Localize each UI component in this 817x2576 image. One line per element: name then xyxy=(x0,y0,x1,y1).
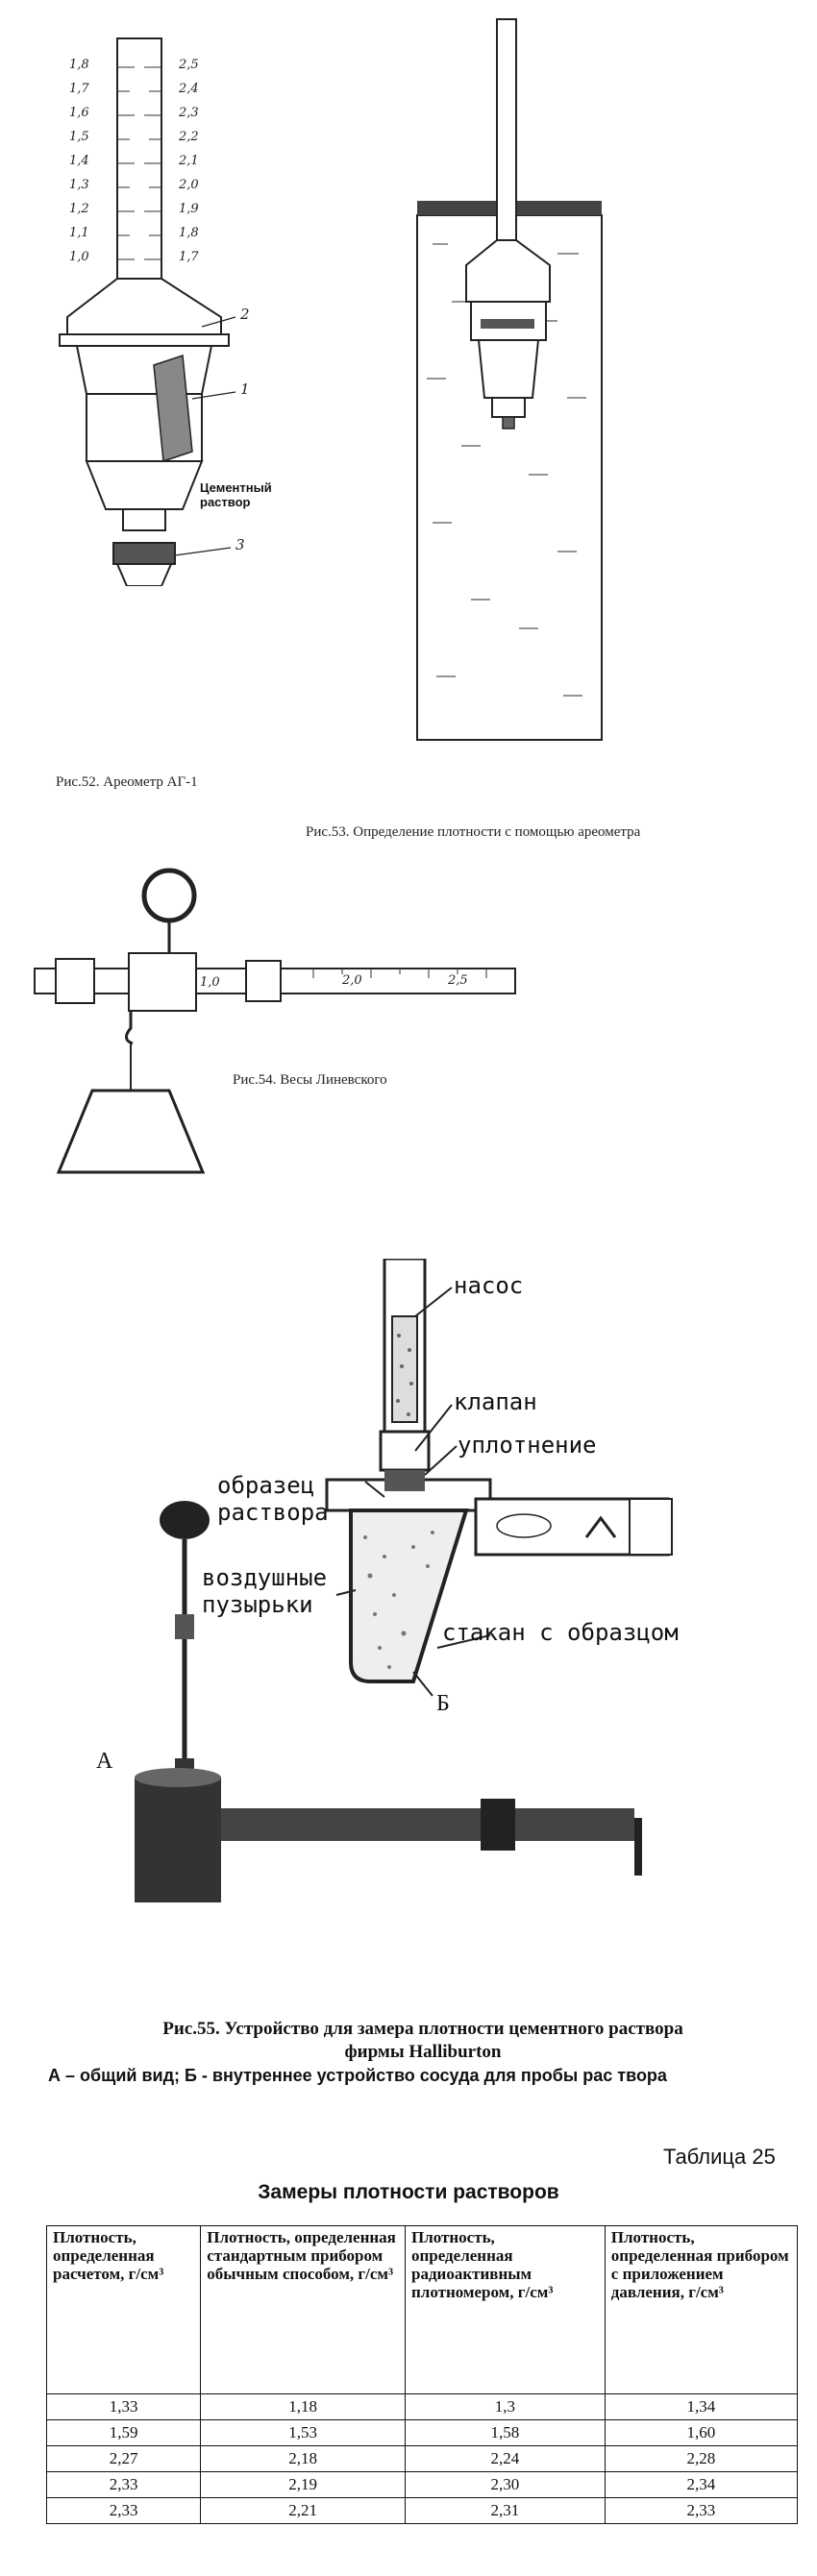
scale-left-label: 1,0 xyxy=(69,250,89,264)
cylinder-drawing xyxy=(416,18,603,741)
table-cell: 2,33 xyxy=(45,2471,202,2498)
table-cell: 2,27 xyxy=(45,2445,202,2472)
table-row: 1,59 1,53 1,58 1,60 xyxy=(45,2419,799,2446)
figure-54-caption: Рис.54. Весы Линевского xyxy=(233,1072,387,1088)
label-a: А xyxy=(96,1749,113,1774)
callout-2: 2 xyxy=(240,306,250,323)
figure-53-caption: Рис.53. Определение плотности с помощью … xyxy=(306,824,641,840)
table-cell: 2,33 xyxy=(604,2497,799,2524)
beam-tick-label: 1,0 xyxy=(200,975,220,990)
label-air-bubbles: воздушные пузырьки xyxy=(202,1564,328,1618)
table-row: 2,27 2,18 2,24 2,28 xyxy=(45,2445,799,2472)
scale-right-label: 1,8 xyxy=(179,226,199,240)
hydrometer-drawing xyxy=(59,37,236,587)
table-cell: 2,21 xyxy=(200,2497,406,2524)
label-seal: уплотнение xyxy=(458,1432,597,1459)
scale-left-label: 1,1 xyxy=(69,226,89,240)
scale-right-label: 2,5 xyxy=(179,58,199,72)
table-row: 2,33 2,21 2,31 2,33 xyxy=(45,2497,799,2524)
table-cell: 2,33 xyxy=(45,2497,202,2524)
table-row: 1,33 1,18 1,3 1,34 xyxy=(45,2393,799,2420)
table-cell: 2,19 xyxy=(200,2471,406,2498)
table-row: 2,33 2,19 2,30 2,34 xyxy=(45,2471,799,2498)
label-valve: клапан xyxy=(454,1388,537,1415)
column-header: Плотность, определенная стандартным приб… xyxy=(200,2225,406,2394)
table-cell: 1,34 xyxy=(604,2393,799,2420)
scale-left-label: 1,3 xyxy=(69,178,89,192)
scale-left-label: 1,8 xyxy=(69,58,89,72)
table-number: Таблица 25 xyxy=(663,2145,776,2169)
figure-55-legend: А – общий вид; Б - внутреннее устройство… xyxy=(48,2066,667,2085)
beam-tick-label: 2,5 xyxy=(448,973,468,988)
scale-left-label: 1,6 xyxy=(69,106,89,120)
table-title: Замеры плотности растворов xyxy=(258,2181,559,2203)
figure-53-cylinder xyxy=(413,13,606,753)
table-cell: 1,58 xyxy=(404,2419,606,2446)
scale-right-label: 2,2 xyxy=(179,130,199,144)
figure-52-caption: Рис.52. Ареометр АГ-1 xyxy=(56,774,198,790)
scale-right-label: 1,7 xyxy=(179,250,199,264)
table-cell: 2,34 xyxy=(604,2471,799,2498)
label-pump: насос xyxy=(454,1272,524,1299)
scales-drawing xyxy=(34,868,516,1174)
column-header: Плотность, определенная расчетом, г/см³ xyxy=(45,2225,202,2394)
label-sample: образец раствора xyxy=(217,1472,329,1526)
table-cell: 2,31 xyxy=(404,2497,606,2524)
table-cell: 2,18 xyxy=(200,2445,406,2472)
cement-mortar-label: Цементный раствор xyxy=(200,480,272,509)
halliburton-drawing xyxy=(135,1257,673,1902)
column-header: Плотность, определенная радиоактивным пл… xyxy=(404,2225,606,2394)
label-sample-cup: стакан с образцом xyxy=(442,1619,679,1646)
table-header-row: Плотность, определенная расчетом, г/см³ … xyxy=(45,2225,799,2394)
table-cell: 2,28 xyxy=(604,2445,799,2472)
label-b: Б xyxy=(436,1691,450,1716)
figure-52-hydrometer: 1,8 1,7 1,6 1,5 1,4 1,3 1,2 1,1 1,0 2,5 … xyxy=(38,29,288,587)
scale-right-label: 2,0 xyxy=(179,178,199,192)
table-cell: 1,60 xyxy=(604,2419,799,2446)
beam-tick-label: 2,0 xyxy=(342,973,362,988)
scale-left-label: 1,4 xyxy=(69,154,89,168)
figure-55-halliburton: насос клапан уплотнение образец раствора… xyxy=(96,1257,769,1922)
callout-3: 3 xyxy=(235,536,245,553)
table-cell: 1,59 xyxy=(45,2419,202,2446)
scale-left-label: 1,5 xyxy=(69,130,89,144)
figure-54-scales: 1,0 2,0 2,5 xyxy=(25,865,544,1211)
scale-right-label: 2,1 xyxy=(179,154,199,168)
figure-55-caption: Рис.55. Устройство для замера плотности … xyxy=(162,2019,683,2062)
column-header: Плотность, определенная прибором с прило… xyxy=(604,2225,799,2394)
table-cell: 1,18 xyxy=(200,2393,406,2420)
table-cell: 2,24 xyxy=(404,2445,606,2472)
table-cell: 2,30 xyxy=(404,2471,606,2498)
table-cell: 1,53 xyxy=(200,2419,406,2446)
scale-left-label: 1,7 xyxy=(69,82,89,96)
scale-right-label: 2,3 xyxy=(179,106,199,120)
scale-right-label: 2,4 xyxy=(179,82,199,96)
callout-1: 1 xyxy=(240,380,250,398)
table-cell: 1,33 xyxy=(45,2393,202,2420)
density-table: Плотность, определенная расчетом, г/см³ … xyxy=(45,2225,799,2524)
table-cell: 1,3 xyxy=(404,2393,606,2420)
scale-left-label: 1,2 xyxy=(69,202,89,216)
scale-right-label: 1,9 xyxy=(179,202,199,216)
